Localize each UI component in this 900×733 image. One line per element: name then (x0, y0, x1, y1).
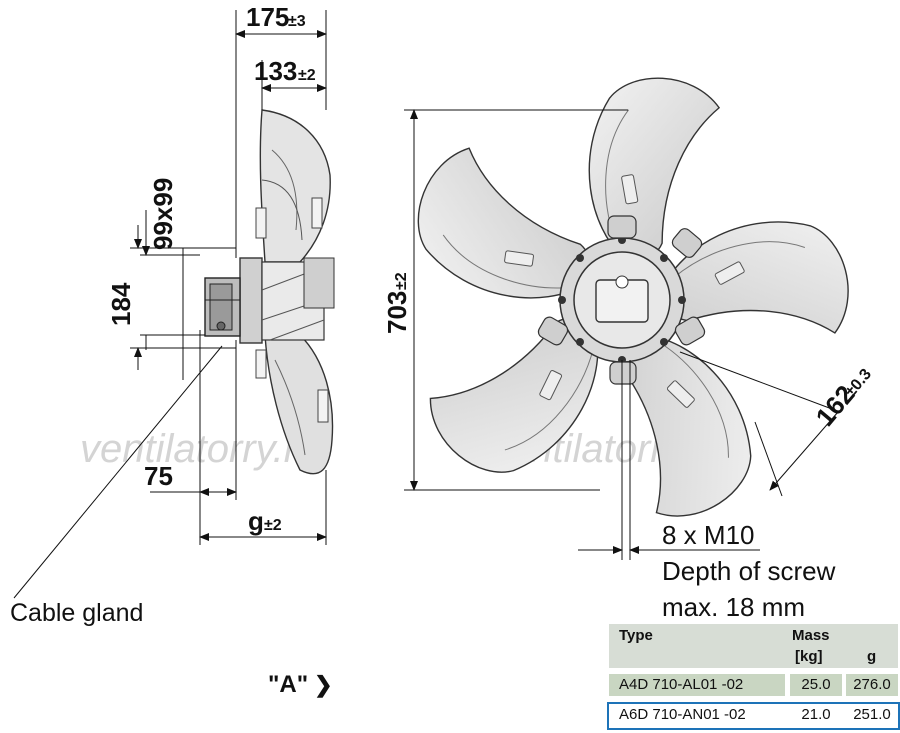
header-mass-unit: [kg] (795, 648, 823, 665)
header-g: g (867, 648, 877, 665)
dim-99x99-value: 99x99 (148, 178, 178, 250)
dim-g-value: g (248, 506, 264, 536)
cell-type: A6D 710-AN01 -02 (609, 704, 785, 726)
view-a-marker: "A"❯ (268, 670, 333, 700)
dim-175-value: 175 (246, 2, 289, 32)
dim-175-tolerance: ±3 (288, 13, 306, 30)
fan-side-view (204, 109, 335, 475)
dim-703-tolerance: ±2 (393, 272, 410, 290)
table-row-selected[interactable]: A6D 710-AN01 -02 21.0 251.0 (607, 702, 900, 730)
cell-g: 276.0 (846, 674, 898, 696)
dim-133-tolerance: ±2 (298, 67, 316, 84)
screw-spec-line-3: max. 18 mm (662, 592, 806, 622)
screw-spec-line-2: Depth of screw (662, 556, 836, 586)
header-type: Type (619, 627, 653, 644)
front-dimensions (404, 109, 841, 560)
cell-mass: 25.0 (790, 674, 842, 696)
table-row[interactable]: A4D 710-AL01 -02 25.0 276.0 (609, 674, 898, 698)
spec-table-header: Type Mass [kg] g (609, 624, 898, 668)
cable-gland-label: Cable gland (10, 599, 144, 627)
spec-table: Type Mass [kg] g A4D 710-AL01 -02 25.0 2… (607, 624, 900, 730)
screw-spec-line-1: 8 x M10 (662, 520, 755, 550)
header-mass: Mass (792, 627, 830, 644)
dim-g-tolerance: ±2 (264, 517, 282, 534)
dim-133-value: 133 (254, 56, 297, 86)
view-a-label: "A" (268, 671, 309, 698)
side-dimensions (13, 10, 327, 599)
dim-75-value: 75 (144, 461, 173, 491)
cell-mass: 21.0 (790, 704, 842, 726)
side-dimension-texts: 175 ±3 133 ±2 99x99 184 75 g ±2 (106, 2, 316, 536)
dim-703-value: 703 (382, 291, 412, 334)
cell-g: 251.0 (846, 704, 898, 726)
fan-front-view (397, 71, 860, 535)
view-a-arrow-icon: ❯ (314, 672, 333, 697)
cell-type: A4D 710-AL01 -02 (609, 674, 785, 696)
dim-184-value: 184 (106, 282, 136, 326)
